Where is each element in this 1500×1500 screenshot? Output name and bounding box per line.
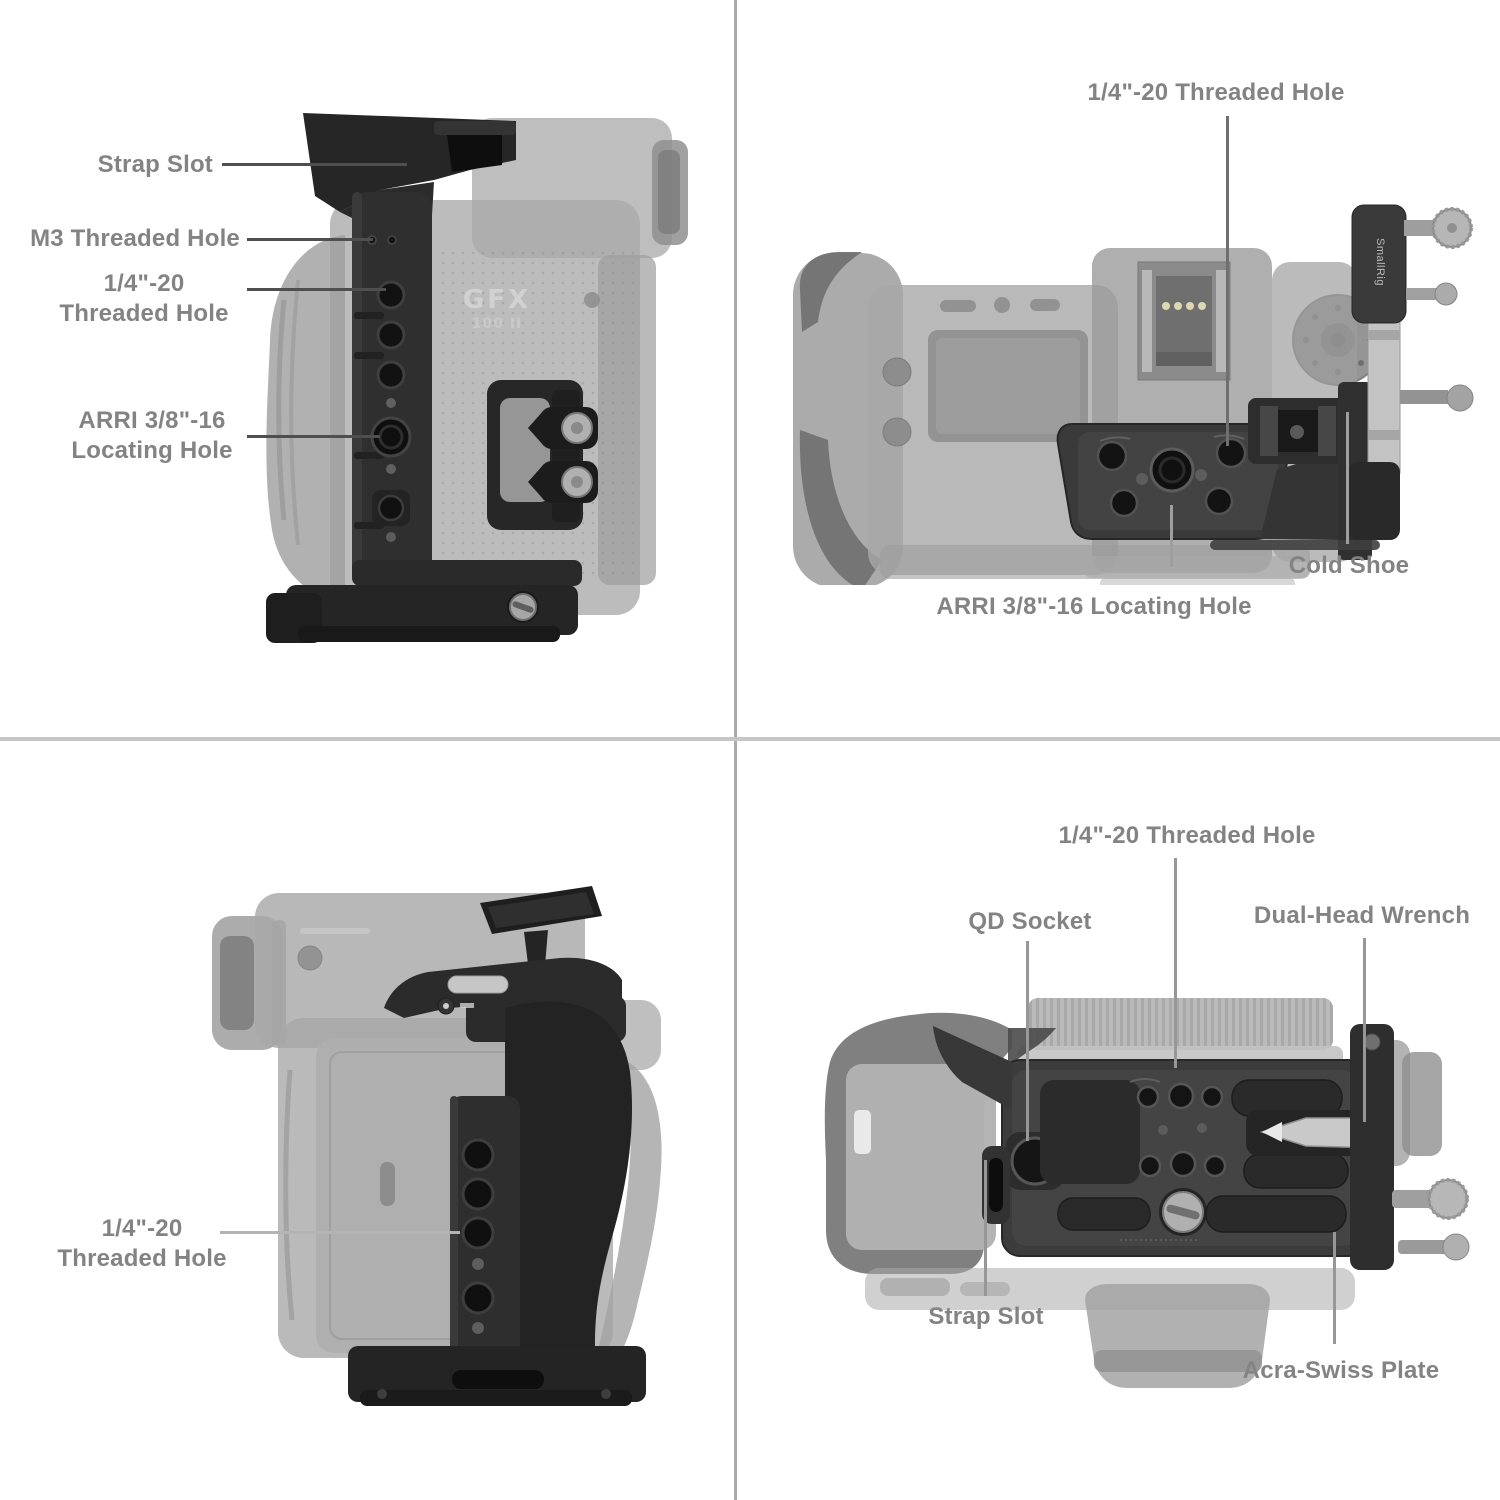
cage-frame xyxy=(266,113,598,643)
battery-door xyxy=(846,1064,996,1250)
nato-rail xyxy=(1367,297,1401,479)
quarter-20-threaded-holes xyxy=(376,280,406,390)
leader-line-qd-socket xyxy=(1026,941,1029,1141)
leader-line-dual-head-wrench xyxy=(1363,938,1366,1122)
callout-label: Threaded Hole xyxy=(57,1245,227,1272)
cage-base-plate xyxy=(286,585,578,635)
callout-quarter-20-threaded-hole: 1/4"-20 Threaded Hole xyxy=(1016,80,1416,106)
leader-line-quarter-20 xyxy=(1226,116,1229,446)
acra-swiss-plate xyxy=(1057,1079,1349,1233)
quarter-20-threaded-holes xyxy=(461,1138,495,1315)
camera-logo: GFX xyxy=(463,285,531,315)
cage-frame: SmallRig xyxy=(1056,204,1474,560)
quarter-20-threaded-holes xyxy=(1136,1082,1227,1178)
quadrant-divider-vertical xyxy=(734,0,737,1500)
camera-cage-rear-side-view xyxy=(212,886,662,1406)
leader-line-quarter-20 xyxy=(247,288,386,291)
callout-label: Strap Slot xyxy=(97,151,213,178)
callout-quarter-20-threaded-hole: 1/4"-20 Threaded Hole xyxy=(987,823,1387,849)
side-plate xyxy=(1351,204,1407,324)
callout-m3-threaded-hole: M3 Threaded Hole xyxy=(0,226,240,252)
lens-ring xyxy=(1028,998,1333,1050)
callout-strap-slot: Strap Slot xyxy=(13,152,213,178)
callout-cold-shoe: Cold Shoe xyxy=(1199,553,1499,579)
camera-logo-model: 100 II xyxy=(472,316,523,332)
callout-quarter-20-threaded-hole: 1/4"-20 Threaded Hole xyxy=(24,269,264,329)
callout-label: Cold Shoe xyxy=(1288,552,1410,579)
leader-line-quarter-20 xyxy=(1174,858,1177,1068)
screw xyxy=(1442,1233,1470,1261)
leader-line-strap-slot xyxy=(222,163,407,166)
callout-label: Strap Slot xyxy=(928,1303,1044,1330)
callout-quarter-20-threaded-hole: 1/4"-20 Threaded Hole xyxy=(0,1214,284,1274)
cage-bottom-plate xyxy=(933,1024,1470,1270)
quarter-20-threaded-hole xyxy=(1096,440,1128,472)
leader-line-cold-shoe xyxy=(1346,412,1349,544)
leader-line-arri-locating-hole xyxy=(247,435,380,438)
strap-slot-opening xyxy=(989,1158,1003,1212)
callout-qd-socket: QD Socket xyxy=(905,909,1155,935)
m3-threaded-hole xyxy=(387,235,397,245)
leader-line-arri-locating-hole xyxy=(1170,505,1173,567)
callout-dual-head-wrench: Dual-Head Wrench xyxy=(1212,903,1500,929)
callout-label: QD Socket xyxy=(968,908,1092,935)
quadrant-divider-horizontal xyxy=(0,737,1500,741)
camera-body-ghost xyxy=(793,248,1384,585)
release-button xyxy=(447,975,509,994)
callout-label: Locating Hole xyxy=(71,437,233,464)
camera-cage-top-view: SmallRig xyxy=(793,204,1474,585)
callout-acra-swiss-plate: Acra-Swiss Plate xyxy=(1191,1358,1491,1384)
callout-label: M3 Threaded Hole xyxy=(30,225,240,252)
callout-label: ARRI 3/8"-16 xyxy=(78,407,226,434)
callout-label: 1/4"-20 Threaded Hole xyxy=(1058,822,1316,849)
screw xyxy=(1446,384,1474,412)
leader-line-acra-swiss-plate xyxy=(1333,1232,1336,1344)
screw xyxy=(1434,282,1458,306)
callout-strap-slot: Strap Slot xyxy=(861,1304,1111,1330)
camera-cage-left-side-view: GFX 100 II xyxy=(266,113,688,643)
callout-label: Threaded Hole xyxy=(59,300,229,327)
strap-slot-opening xyxy=(446,127,502,172)
cage-frame xyxy=(348,886,646,1406)
quarter-20-threaded-hole xyxy=(1215,437,1247,469)
leader-line-quarter-20 xyxy=(220,1231,460,1234)
callout-label: ARRI 3/8"-16 Locating Hole xyxy=(936,593,1252,620)
camera-cage-bottom-view xyxy=(824,998,1470,1388)
callout-label: Acra-Swiss Plate xyxy=(1242,1357,1440,1384)
brand-mark: SmallRig xyxy=(1374,238,1386,286)
leader-line-m3-threaded-hole xyxy=(247,238,373,241)
callout-label: 1/4"-20 Threaded Hole xyxy=(1087,79,1345,106)
callout-label: 1/4"-20 xyxy=(101,1215,183,1242)
cage-grip xyxy=(505,1001,633,1360)
camera-body-ghost xyxy=(824,998,1442,1388)
leader-line-strap-slot xyxy=(984,1160,987,1296)
arri-locating-hole xyxy=(1149,447,1195,493)
callout-arri-locating-hole: ARRI 3/8"-16 Locating Hole xyxy=(894,594,1294,620)
callout-arri-locating-hole: ARRI 3/8"-16 Locating Hole xyxy=(2,406,302,466)
callout-label: Dual-Head Wrench xyxy=(1253,902,1471,929)
callout-label: 1/4"-20 xyxy=(103,270,185,297)
